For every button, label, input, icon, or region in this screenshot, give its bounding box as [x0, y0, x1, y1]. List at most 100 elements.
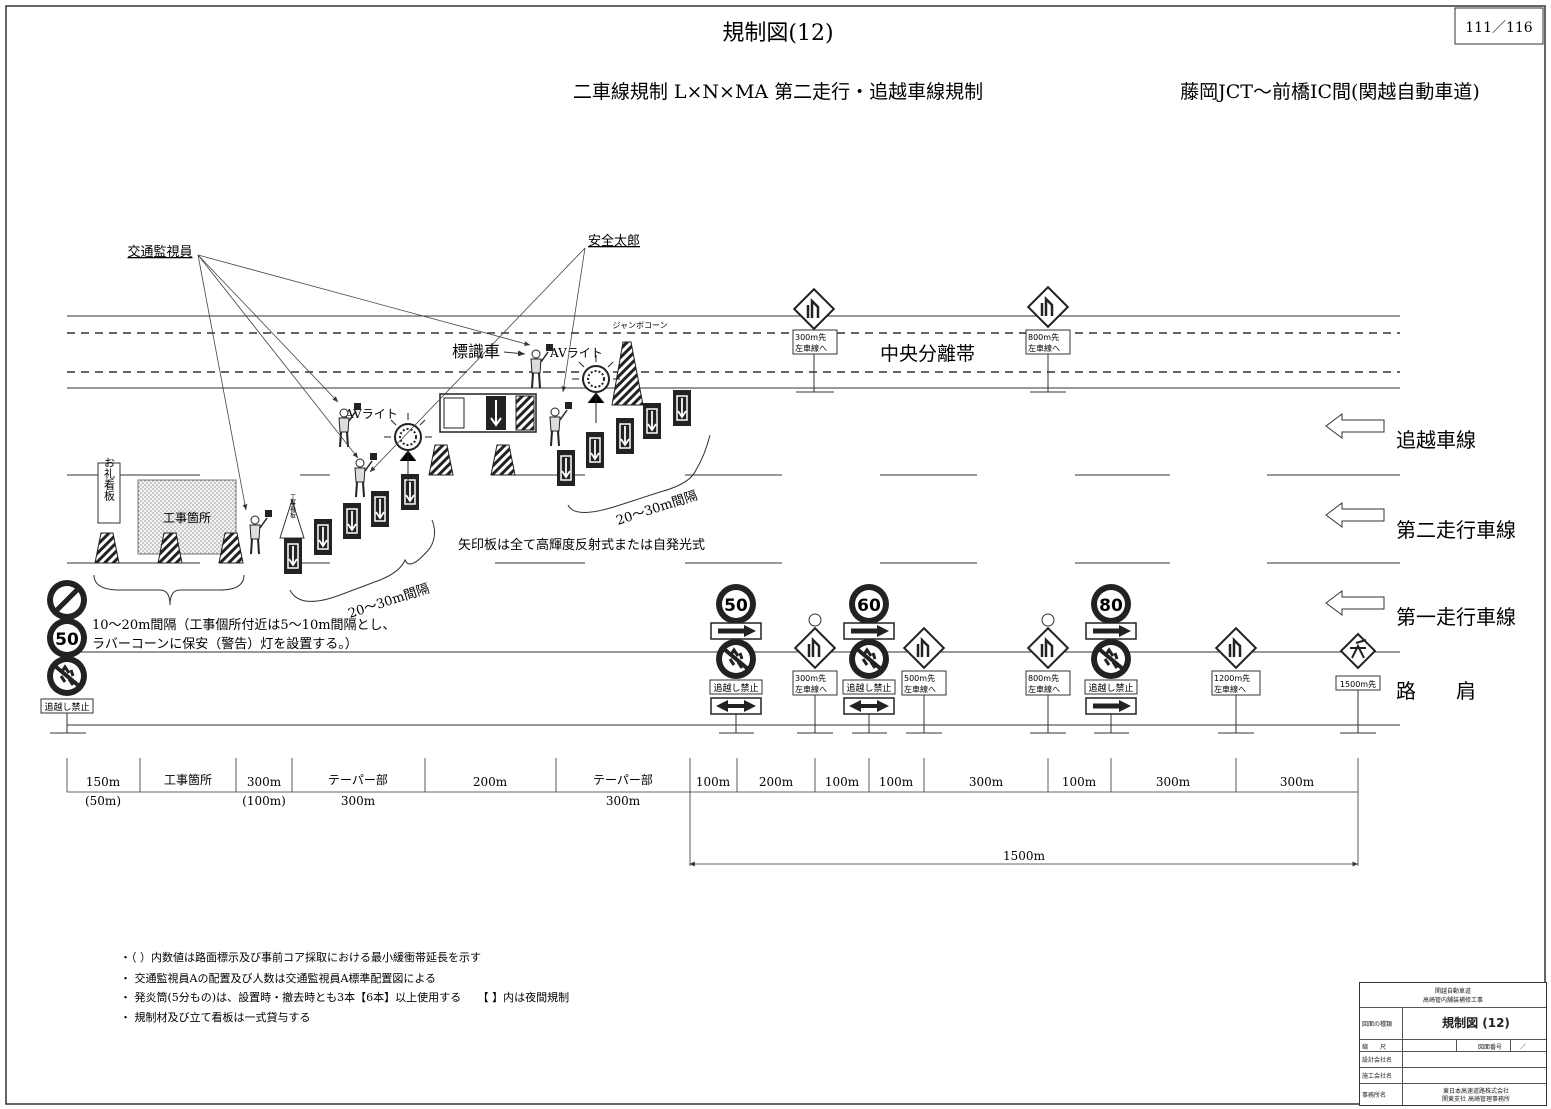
page-title: 規制図(12) [722, 21, 833, 46]
dim-label: 300m [341, 794, 376, 808]
traffic-monitor-person [354, 452, 378, 498]
road-work-icon [1350, 639, 1367, 659]
svg-text:左車線へ: 左車線へ [1028, 684, 1060, 694]
arrow-board [585, 431, 605, 469]
cone-spacing-note-2: ラバーコーンに保安（警告）灯を設置する。） [92, 636, 358, 652]
traffic-monitor-person [530, 343, 554, 389]
arrow-board-note: 矢印板は全て高輝度反射式または自発光式 [458, 537, 705, 553]
svg-text:左車線へ: 左車線へ [1028, 343, 1060, 353]
sign-post-start: 50 追越し禁止 [40, 580, 94, 734]
dim-label: 300m [969, 775, 1004, 789]
jumbo-cone-label: ジャンボコーン [612, 321, 667, 330]
arrow-board [672, 389, 692, 427]
contractor-label: 施工会社名 [1362, 1073, 1393, 1080]
section-label: 藤岡JCT～前橋IC間(関越自動車道) [1180, 81, 1480, 103]
work-board-label: 工事看板 [289, 494, 296, 519]
page-number: 111／116 [1465, 20, 1533, 36]
office-value-1: 東日本高速道路株式会社 [1442, 1088, 1509, 1095]
dim-label: 100m [879, 775, 914, 789]
traffic-monitor-callout: 交通監視員 [127, 244, 192, 260]
speed-limit-value: 50 [55, 630, 79, 650]
dim-label: テーパー部 [328, 772, 388, 787]
arrow-both-icon [709, 696, 763, 716]
page-number-box [1454, 7, 1544, 45]
lane-merge-icon [792, 287, 836, 331]
svg-text:左車線へ: 左車線へ [795, 684, 827, 694]
title-block: 関越自動車道 高崎管内舗装補修工事 図面の種類 規制図 (12) 縮 尺 図面番… [1359, 982, 1547, 1106]
dimension-lines [66, 758, 1359, 867]
title-block-project: 高崎管内舗装補修工事 [1422, 997, 1483, 1004]
av-light [383, 412, 433, 482]
arrow-board [370, 490, 390, 528]
traffic-monitor-person [249, 509, 273, 555]
lane-merge-icon [1214, 626, 1258, 670]
drawing-number-label: 図面番号 [1478, 1044, 1503, 1051]
lane-labels: 追越車線 第二走行車線 第一走行車線 路 肩 中央分離帯 [880, 343, 1516, 703]
spacing-braces [93, 434, 711, 606]
no-passing-icon [847, 637, 891, 681]
svg-text:追越し禁止: 追越し禁止 [1088, 682, 1133, 694]
road [67, 315, 1400, 726]
dim-label: 300m [606, 794, 641, 808]
lane-first-label: 第一走行車線 [1396, 605, 1516, 629]
shoulder-sign-lane-300: 300m先 左車線へ [792, 613, 838, 734]
lane-passing-label: 追越車線 [1396, 428, 1476, 452]
footnotes: ・（ ）内数値は路面標示及び事前コア採取における最小緩衝帯延長を示す ・ 交通監… [120, 950, 569, 1024]
shoulder-sign-work-1500: 1500m先 [1335, 632, 1381, 734]
no-passing-plate: 追越し禁止 [44, 701, 89, 713]
dim-label: 150m [86, 775, 121, 789]
traffic-direction-icon [1325, 590, 1385, 616]
arrow-board [642, 402, 662, 440]
arrow-board [313, 518, 333, 556]
office-value-2: 関東支社 高崎管理事務所 [1442, 1096, 1510, 1103]
traffic-direction-icon [1325, 413, 1385, 439]
dim-label: 200m [473, 775, 508, 789]
arrow-board [400, 473, 420, 511]
sign-vehicle [439, 393, 537, 433]
arrow-board [615, 417, 635, 455]
scale-label: 縮 尺 [1362, 1044, 1387, 1051]
svg-text:500m先: 500m先 [904, 673, 935, 683]
title-block-org: 関越自動車道 [1434, 988, 1471, 995]
lane-second-label: 第二走行車線 [1396, 518, 1516, 542]
dim-label: テーパー部 [593, 772, 653, 787]
arrow-board [556, 449, 576, 487]
speed-limit-value: 60 [857, 596, 881, 616]
shoulder-sign-lane-1200: 1200m先 左車線へ [1211, 626, 1261, 734]
jumbo-cone [611, 341, 644, 406]
svg-text:左車線へ: 左車線へ [1214, 684, 1246, 694]
speed-limit-value: 50 [724, 596, 748, 616]
shoulder-sign-group-1: 50 追越し禁止 [709, 584, 763, 734]
av-light-label: AVライト [344, 407, 398, 421]
svg-text:800m先: 800m先 [1028, 673, 1059, 683]
no-passing-icon [1089, 637, 1133, 681]
dim-label: 300m [1280, 775, 1315, 789]
anzen-taro-callout: 安全太郎 [588, 233, 640, 249]
callout-leaders [197, 247, 586, 511]
lane-merge-icon [1026, 285, 1070, 329]
median-sign-800: 800m先 左車線へ [1025, 285, 1071, 393]
shoulder-sign-group-3: 80 追越し禁止 [1085, 584, 1137, 734]
speed-limit-value: 80 [1099, 596, 1123, 616]
traffic-direction-icon [1325, 502, 1385, 528]
work-area-label: 工事箇所 [163, 511, 211, 525]
spacing-label-2: 20～30m間隔 [614, 488, 699, 528]
dim-label: 200m [759, 775, 794, 789]
footnote: ・ 規制材及び立て看板は一式貸与する [120, 1010, 311, 1024]
arrow-right-icon [711, 623, 761, 639]
svg-text:追越し禁止: 追越し禁止 [713, 682, 758, 694]
thanks-board-label: お礼看板 [103, 457, 116, 502]
lane-merge-icon [793, 626, 837, 670]
svg-text:800m先: 800m先 [1028, 332, 1059, 342]
arrow-both-icon [842, 696, 896, 716]
arrow-right-icon [1086, 623, 1136, 639]
av-light [571, 354, 621, 424]
cone [490, 444, 516, 476]
design-company-label: 設計会社名 [1362, 1057, 1393, 1064]
dim-label: 100m [825, 775, 860, 789]
lane-merge-icon [1026, 626, 1070, 670]
arrow-right-icon [1086, 698, 1136, 714]
dim-label: (50m) [85, 794, 121, 808]
arrow-right-icon [844, 623, 894, 639]
dim-label: 300m [1156, 775, 1191, 789]
